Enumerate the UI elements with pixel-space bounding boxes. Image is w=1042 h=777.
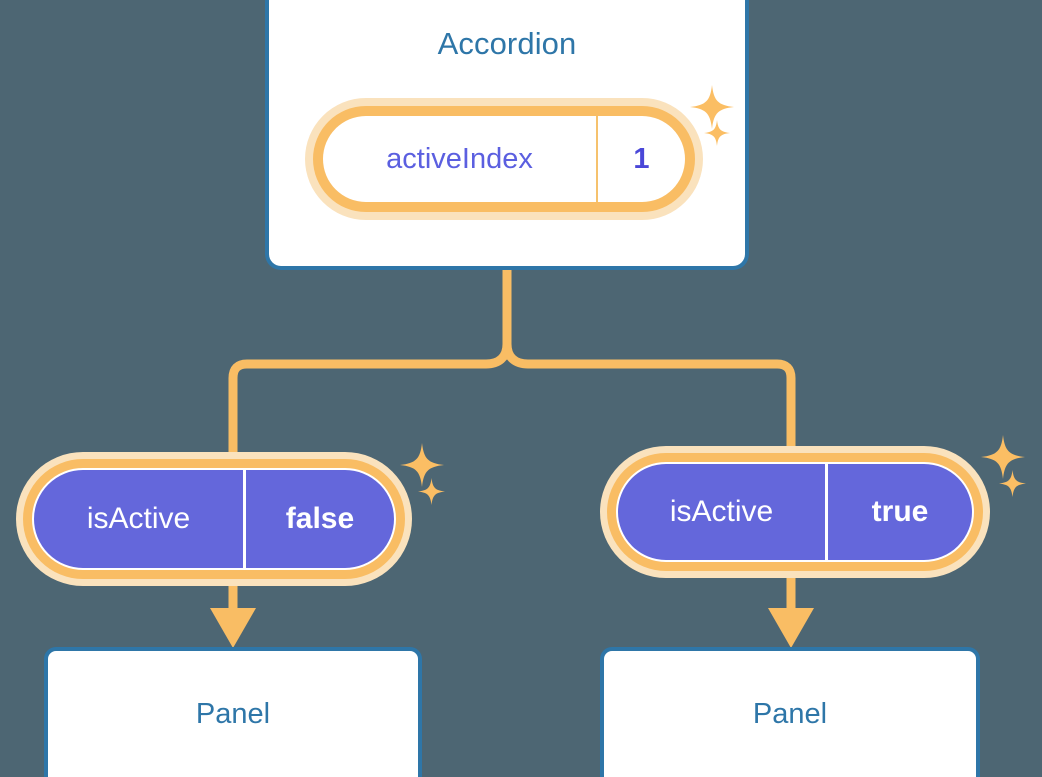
- badge-body: isActive true: [616, 462, 974, 562]
- badge-value: false: [285, 502, 355, 535]
- panel-card-left[interactable]: Panel: [44, 647, 422, 777]
- badge-key: isActive: [618, 464, 828, 560]
- sparkle-icon: [999, 470, 1026, 497]
- badge-body: isActive false: [32, 468, 396, 570]
- panel-label: Panel: [195, 697, 271, 730]
- arrowhead-left-icon: [210, 608, 256, 648]
- state-badge-activeindex[interactable]: activeIndex 1: [305, 98, 703, 220]
- connector-branch-left: [228, 339, 512, 457]
- badge-key: activeIndex: [323, 116, 598, 202]
- prop-badge-isactive-true[interactable]: isActive true: [600, 446, 990, 578]
- prop-badge-isactive-false[interactable]: isActive false: [16, 452, 412, 586]
- sparkle-icon: [418, 478, 445, 505]
- badge-body: activeIndex 1: [323, 116, 685, 202]
- badge-value: 1: [633, 142, 650, 175]
- sparkle-icon: [704, 120, 730, 146]
- badge-key: isActive: [34, 470, 246, 568]
- connector-branch-right: [502, 339, 796, 457]
- page-title: Accordion: [437, 26, 577, 61]
- sparkle-icon: [400, 443, 444, 487]
- badge-value: true: [871, 495, 929, 528]
- sparkle-icon: [690, 85, 734, 129]
- panel-card-right[interactable]: Panel: [600, 647, 980, 777]
- sparkle-icon: [981, 435, 1025, 479]
- arrowhead-right-icon: [768, 608, 814, 648]
- panel-label: Panel: [752, 697, 828, 730]
